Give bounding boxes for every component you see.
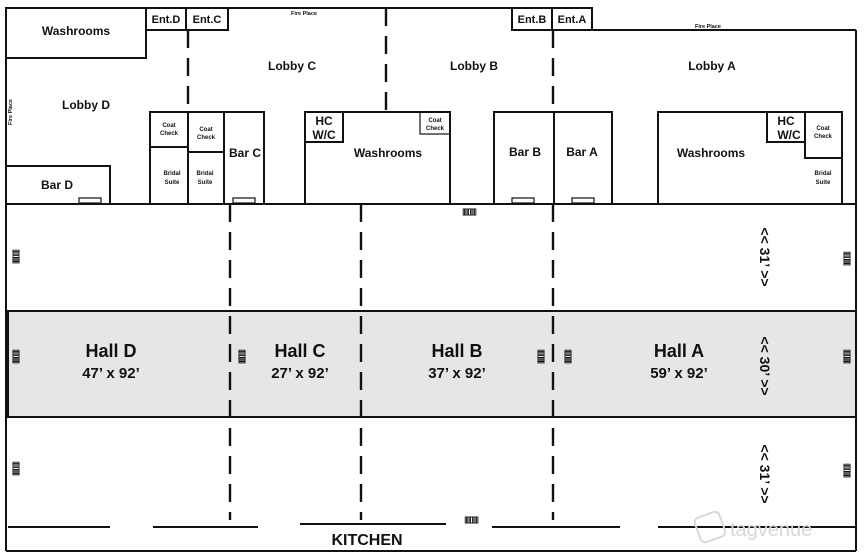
- coat-check-1-line1: Coat: [162, 123, 175, 129]
- watermark-text: tagvenue: [730, 519, 812, 541]
- door-marker-upper: [[[[[]]]]]: [462, 209, 476, 216]
- coat-check-center-line2: Check: [426, 126, 445, 132]
- door-marker-left-upper: [[[[[]]]]]: [12, 249, 19, 263]
- kitchen-wall: [8, 523, 856, 528]
- coat-check-1-line2: Check: [160, 131, 179, 137]
- hc-wc-right-line2: W/C: [777, 128, 801, 142]
- door-marker-left-lower: [[[[[]]]]]: [12, 461, 19, 475]
- bridal-suite-right-line1: Bridal: [814, 171, 831, 177]
- entrance-c: [185, 7, 229, 31]
- entrance-c-label: Ent.C: [193, 14, 222, 26]
- kitchen-label: KITCHEN: [331, 532, 402, 549]
- watermark-logo: tagvenue: [693, 510, 812, 544]
- bar-b-counter: [511, 197, 535, 204]
- hall-c-name: Hall C: [274, 341, 325, 361]
- bridal-suite-1-line1: Bridal: [163, 171, 180, 177]
- hall-b-name: Hall B: [431, 341, 482, 361]
- door-marker-hall-c: [[[[[]]]]]: [238, 349, 245, 363]
- partition-lines: [186, 8, 555, 520]
- coat-check-2-line2: Check: [197, 135, 216, 141]
- hall-a-name: Hall A: [654, 341, 704, 361]
- lobby-b-label: Lobby B: [450, 59, 498, 73]
- entrance-d-label: Ent.D: [152, 14, 181, 26]
- washrooms-top-left: [5, 7, 147, 59]
- dimension-middle: << 30’ >>: [757, 336, 773, 395]
- bar-a-label: Bar A: [566, 145, 598, 159]
- coat-check-2-line1: Coat: [199, 127, 212, 133]
- bar-d-label: Bar D: [41, 178, 73, 192]
- coat-check-right-line2: Check: [814, 134, 833, 140]
- bridal-suite-2-line1: Bridal: [196, 171, 213, 177]
- bar-a: [553, 111, 613, 205]
- hc-wc-center: [304, 111, 344, 143]
- outer-walls: [5, 7, 857, 552]
- bar-b-label: Bar B: [509, 145, 541, 159]
- entrance-b-label: Ent.B: [518, 14, 547, 26]
- washrooms-top-left-label: Washrooms: [42, 24, 111, 38]
- hc-wc-center-line2: W/C: [312, 128, 336, 142]
- lobby-a-label: Lobby A: [688, 59, 736, 73]
- door-marker-right-upper: [[[[[]]]]]: [843, 251, 850, 265]
- dimension-upper: << 31’ >>: [757, 227, 773, 286]
- hall-b-size: 37’ x 92’: [428, 365, 486, 382]
- door-marker-hall-b-2: [[[[[]]]]]: [564, 349, 571, 363]
- hc-wc-center-line1: HC: [315, 114, 333, 128]
- coat-check-right: [804, 111, 843, 159]
- bridal-suite-2-line2: Suite: [198, 180, 213, 186]
- bar-a-counter: [571, 197, 595, 204]
- hc-wc-right-line1: HC: [777, 114, 795, 128]
- lobby-d-label: Lobby D: [62, 98, 110, 112]
- fire-place-top: Fire Place: [291, 11, 317, 17]
- coat-check-right-line1: Coat: [816, 126, 829, 132]
- fire-place-left: Fire Place: [8, 99, 14, 125]
- door-marker-kitchen: [[[[[]]]]]: [464, 517, 478, 524]
- bar-c-label: Bar C: [229, 146, 261, 160]
- hall-a-size: 59’ x 92’: [650, 365, 708, 382]
- hall-d-name: Hall D: [85, 341, 136, 361]
- bridal-suite-1-line2: Suite: [165, 180, 180, 186]
- washrooms-right-label: Washrooms: [677, 146, 746, 160]
- hall-d-size: 47’ x 92’: [82, 365, 140, 382]
- lobby-c-block: [149, 111, 265, 205]
- halls-band: [7, 310, 857, 418]
- coat-check-center: [419, 111, 451, 135]
- door-marker-hall-b-1: [[[[[]]]]]: [537, 349, 544, 363]
- washrooms-center-label: Washrooms: [354, 146, 423, 160]
- hall-c-size: 27’ x 92’: [271, 365, 329, 382]
- bar-d: [5, 165, 111, 205]
- entrance-a-label: Ent.A: [558, 14, 587, 26]
- door-marker-right-lower: [[[[[]]]]]: [843, 463, 850, 477]
- fire-place-right: Fire Place: [695, 24, 721, 30]
- washrooms-center: [304, 111, 451, 205]
- bridal-suite-right-line2: Suite: [816, 180, 831, 186]
- dimension-lower: << 31’ >>: [757, 444, 773, 503]
- door-marker-right-hall: [[[[[]]]]]: [843, 349, 850, 363]
- entrance-a: [551, 7, 593, 31]
- bar-d-counter: [78, 197, 102, 204]
- coat-check-center-line1: Coat: [428, 118, 441, 124]
- door-marker-left-hall: [[[[[]]]]]: [12, 349, 19, 363]
- lobby-c-label: Lobby C: [268, 59, 316, 73]
